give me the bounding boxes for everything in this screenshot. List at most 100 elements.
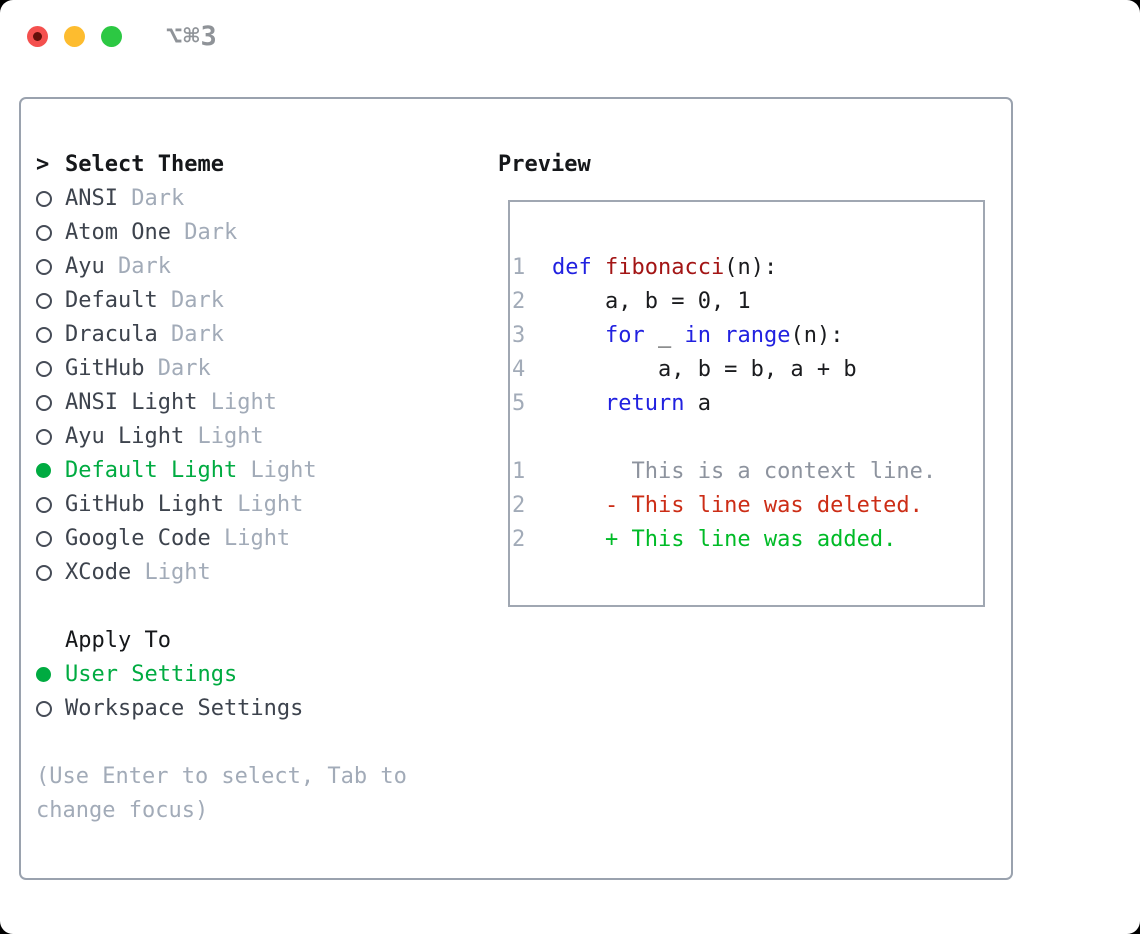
theme-option-xcode[interactable]: XCode Light	[36, 556, 476, 590]
apply-to-indent	[36, 624, 65, 658]
code-line: 2 a, b = 0, 1	[512, 285, 983, 319]
radio-icon	[36, 497, 52, 513]
theme-name: ANSI Light	[65, 390, 211, 415]
token-kw: for	[604, 323, 645, 348]
radio-icon-wrap	[36, 216, 65, 250]
spacer	[36, 590, 476, 624]
radio-icon-wrap	[36, 250, 65, 284]
theme-option-google-code[interactable]: Google Code Light	[36, 522, 476, 556]
theme-name: Default	[65, 288, 171, 313]
token-fn: fibonacci	[605, 255, 725, 280]
theme-variant-label: Dark	[131, 186, 185, 211]
token-kw: in	[684, 323, 711, 348]
theme-option-atom-one[interactable]: Atom One Dark	[36, 216, 476, 250]
diff-line-add: 2 + This line was added.	[512, 523, 983, 557]
diff-text: + This line was added.	[552, 527, 897, 552]
window-title-shortcut: ⌥⌘3	[166, 21, 218, 52]
line-number: 3	[512, 323, 526, 348]
code-text: a, b = b, a + b	[552, 353, 857, 387]
token-plain: (n):	[790, 323, 844, 348]
close-dot-icon	[33, 32, 42, 41]
radio-icon	[36, 531, 52, 547]
diff-text: - This line was deleted.	[552, 493, 923, 518]
code-line: 5 return a	[512, 387, 983, 421]
theme-option-ayu[interactable]: Ayu Dark	[36, 250, 476, 284]
apply-to-title: Apply To	[65, 628, 171, 653]
theme-name: Google Code	[65, 526, 224, 551]
token-kw: range	[724, 323, 791, 348]
theme-option-ansi[interactable]: ANSI Dark	[36, 182, 476, 216]
theme-option-ayu-light[interactable]: Ayu Light Light	[36, 420, 476, 454]
token-kw: def	[552, 255, 592, 280]
radio-icon	[36, 225, 52, 241]
radio-icon-wrap	[36, 420, 65, 454]
diff-preview: 1 This is a context line. 2 - This line …	[512, 455, 983, 557]
radio-icon-wrap	[36, 692, 65, 726]
theme-variant-label: Light	[144, 560, 211, 585]
radio-icon-wrap	[36, 488, 65, 522]
theme-name: XCode	[65, 560, 145, 585]
code-text: return a	[552, 387, 711, 421]
theme-selector-panel: > Select Theme ANSI Dark Atom One Dark Ay…	[19, 97, 1013, 880]
theme-option-default[interactable]: Default Dark	[36, 284, 476, 318]
token-plain: a	[684, 391, 711, 416]
radio-icon	[36, 463, 51, 478]
line-number: 2	[512, 493, 526, 518]
radio-icon	[36, 361, 52, 377]
radio-icon	[36, 667, 51, 682]
radio-icon	[36, 293, 52, 309]
line-number: 2	[512, 527, 526, 552]
theme-list-column: > Select Theme ANSI Dark Atom One Dark Ay…	[36, 148, 476, 828]
close-button-icon[interactable]	[27, 26, 48, 47]
select-theme-header: > Select Theme	[36, 148, 476, 182]
token-plain: _	[644, 323, 685, 348]
zoom-button-icon[interactable]	[101, 26, 122, 47]
token-plain	[552, 323, 605, 348]
token-plain	[592, 255, 605, 280]
apply-to-option-label: User Settings	[65, 662, 238, 687]
token-plain: a, b = 0, 1	[552, 289, 751, 314]
token-plain: (n):	[724, 255, 778, 280]
token-plain	[711, 323, 724, 348]
select-theme-title: Select Theme	[65, 152, 224, 177]
radio-icon-wrap	[36, 454, 65, 488]
minimize-button-icon[interactable]	[64, 26, 85, 47]
prompt-arrow-icon: >	[36, 152, 50, 177]
radio-icon	[36, 701, 52, 717]
theme-option-github-light[interactable]: GitHub Light Light	[36, 488, 476, 522]
diff-line-del: 2 - This line was deleted.	[512, 489, 983, 523]
code-text: a, b = 0, 1	[552, 285, 751, 319]
theme-variant-label: Light	[197, 424, 264, 449]
line-number: 2	[512, 289, 526, 314]
theme-name: GitHub Light	[65, 492, 238, 517]
radio-icon-wrap	[36, 318, 65, 352]
theme-option-github[interactable]: GitHub Dark	[36, 352, 476, 386]
theme-variant-label: Dark	[170, 322, 224, 347]
line-number: 4	[512, 357, 526, 382]
diff-text: This is a context line.	[552, 459, 937, 484]
theme-name: Ayu	[65, 254, 118, 279]
theme-variant-label: Dark	[157, 356, 211, 381]
theme-option-ansi-light[interactable]: ANSI Light Light	[36, 386, 476, 420]
code-line: 4 a, b = b, a + b	[512, 353, 983, 387]
theme-option-dracula[interactable]: Dracula Dark	[36, 318, 476, 352]
radio-icon	[36, 429, 52, 445]
apply-to-list: User Settings Workspace Settings	[36, 658, 476, 726]
token-kw: return	[604, 391, 685, 416]
radio-icon-wrap	[36, 658, 65, 692]
theme-name: Ayu Light	[65, 424, 198, 449]
theme-option-default-light[interactable]: Default Light Light	[36, 454, 476, 488]
radio-icon-wrap	[36, 284, 65, 318]
code-text: for _ in range(n):	[552, 319, 843, 353]
theme-variant-label: Dark	[170, 288, 224, 313]
theme-variant-label: Dark	[184, 220, 238, 245]
theme-variant-label: Light	[223, 526, 291, 551]
apply-to-option-user-settings[interactable]: User Settings	[36, 658, 476, 692]
apply-to-option-workspace-settings[interactable]: Workspace Settings	[36, 692, 476, 726]
theme-name: Dracula	[65, 322, 171, 347]
spacer	[512, 421, 983, 455]
code-line: 3 for _ in range(n):	[512, 319, 983, 353]
apply-to-option-label: Workspace Settings	[65, 696, 304, 721]
